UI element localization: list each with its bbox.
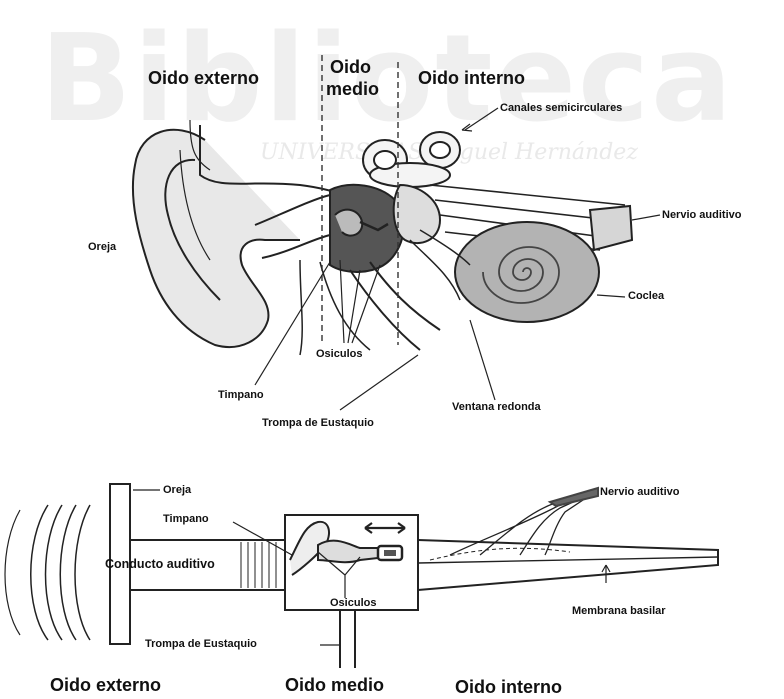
sound-wave-3	[60, 505, 76, 640]
label-eardrum-bottom: Timpano	[163, 514, 209, 525]
top-section-outer-ear: Oido externo	[148, 69, 259, 87]
label-round-window: Ventana redonda	[452, 402, 541, 413]
label-eardrum-top: Timpano	[218, 390, 264, 401]
label-auditory-nerve-top: Nervio auditivo	[662, 210, 741, 221]
basilar-membrane-line	[418, 557, 718, 563]
label-auditory-nerve-bottom: Nervio auditivo	[600, 487, 679, 498]
cochlea-shell	[455, 222, 599, 322]
label-basilar-membrane: Membrana basilar	[572, 606, 666, 617]
schematic-cochlea	[418, 540, 718, 590]
top-section-inner-ear: Oido interno	[418, 69, 525, 87]
label-pinna-bottom: Oreja	[163, 485, 191, 496]
label-ear-canal: Conducto auditivo	[105, 558, 215, 571]
bottom-schematic-drawing	[5, 484, 718, 668]
label-ossicles-top: Osiculos	[316, 349, 362, 360]
top-section-middle-ear-line2: medio	[326, 80, 379, 98]
schematic-eustachian-tube	[340, 610, 355, 668]
label-cochlea: Coclea	[628, 291, 664, 302]
label-pinna-top: Oreja	[88, 242, 116, 253]
label-eustachian-tube-top: Trompa de Eustaquio	[262, 418, 374, 429]
sound-wave-4	[75, 505, 90, 640]
eustachian-tube	[350, 262, 440, 350]
label-ossicles-bottom: Osiculos	[330, 598, 376, 609]
label-eustachian-tube-bottom: Trompa de Eustaquio	[145, 639, 257, 650]
bottom-section-outer-ear: Oido externo	[50, 676, 161, 694]
ear-canal-hatching	[241, 542, 276, 588]
pinna-outline	[133, 130, 300, 347]
bottom-section-inner-ear: Oido interno	[455, 678, 562, 696]
label-semicircular-canals: Canales semicirculares	[500, 103, 622, 114]
top-section-middle-ear-line1: Oido	[330, 58, 371, 76]
bottom-section-middle-ear: Oido medio	[285, 676, 384, 694]
